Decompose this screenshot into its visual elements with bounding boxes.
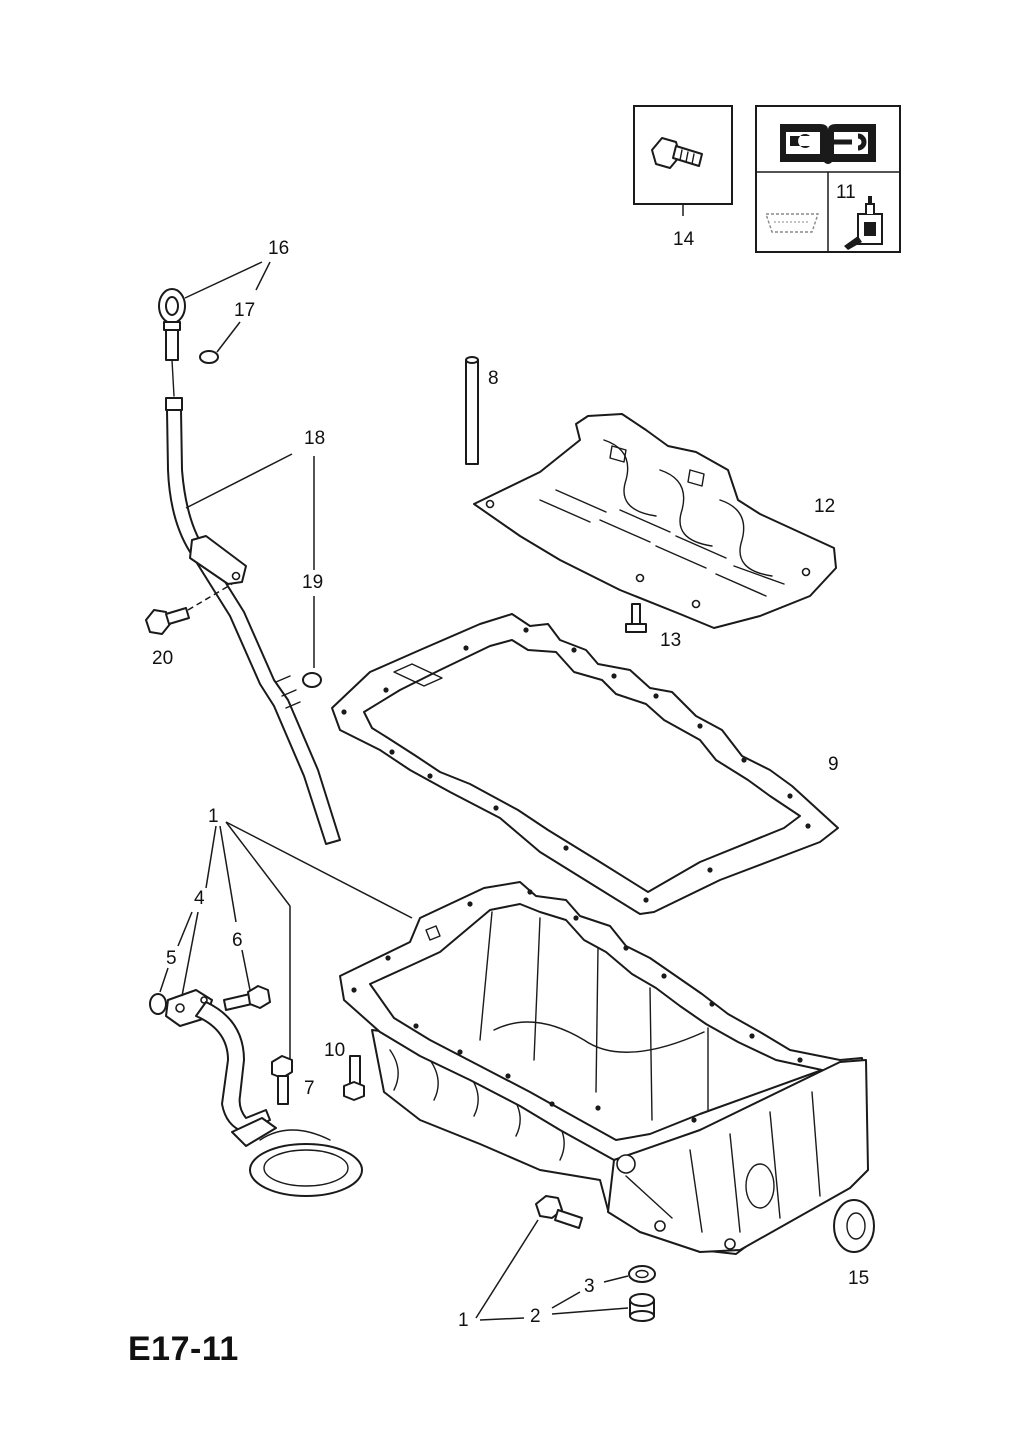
oil-pan-bolt-lower[interactable] (535, 1195, 583, 1229)
dipstick-guide-tube[interactable] (165, 397, 341, 845)
manual-with-wrench-icon (780, 124, 876, 164)
oil-pan-outline-icon (765, 213, 819, 233)
service-info-box[interactable]: 11 (755, 105, 901, 253)
callout-18: 18 (304, 428, 325, 449)
callout-4: 4 (194, 888, 205, 909)
guide-tube-8[interactable] (465, 356, 479, 465)
callout-10: 10 (324, 1040, 345, 1061)
callout-1-bottom: 1 (458, 1310, 469, 1331)
callout-3: 3 (584, 1276, 595, 1297)
part-box-14[interactable] (633, 105, 733, 216)
callout-12: 12 (814, 496, 835, 517)
sealing-plug[interactable] (833, 1199, 875, 1253)
callout-7: 7 (304, 1078, 315, 1099)
callout-2: 2 (530, 1306, 541, 1327)
callout-15: 15 (848, 1268, 869, 1289)
oil-pan-bolt-10[interactable] (343, 1055, 365, 1101)
callout-14: 14 (673, 229, 695, 250)
callout-8: 8 (488, 368, 499, 389)
drain-plug-washer[interactable] (628, 1265, 656, 1283)
sealant-tube-icon (844, 196, 883, 250)
callout-13: 13 (660, 630, 681, 651)
callout-19: 19 (302, 572, 323, 593)
pickup-bolt-7[interactable] (271, 1055, 293, 1105)
callout-6: 6 (232, 930, 243, 951)
tube-seal-ring[interactable] (302, 672, 322, 688)
pickup-bolt-6[interactable] (223, 985, 271, 1011)
oil-pickup-pipe[interactable] (165, 989, 363, 1197)
bracket-bolt[interactable] (145, 607, 190, 635)
callout-11: 11 (836, 182, 856, 203)
callout-20: 20 (152, 648, 173, 669)
callout-1-top: 1 (208, 806, 219, 827)
dipstick-seal-ring[interactable] (199, 350, 219, 364)
bolt-icon (651, 137, 703, 169)
callout-5: 5 (166, 948, 177, 969)
oil-pan[interactable] (339, 881, 869, 1255)
diagram-code: E17-11 (128, 1330, 239, 1368)
callout-9: 9 (828, 754, 839, 775)
oil-pan-gasket[interactable] (331, 613, 839, 915)
dipstick[interactable] (158, 288, 186, 397)
callout-16: 16 (268, 238, 289, 259)
baffle-bolt[interactable] (625, 603, 647, 633)
drain-plug[interactable] (629, 1293, 655, 1322)
callout-17: 17 (234, 300, 255, 321)
baffle-plate[interactable] (473, 413, 837, 629)
pickup-seal-ring[interactable] (149, 993, 167, 1015)
